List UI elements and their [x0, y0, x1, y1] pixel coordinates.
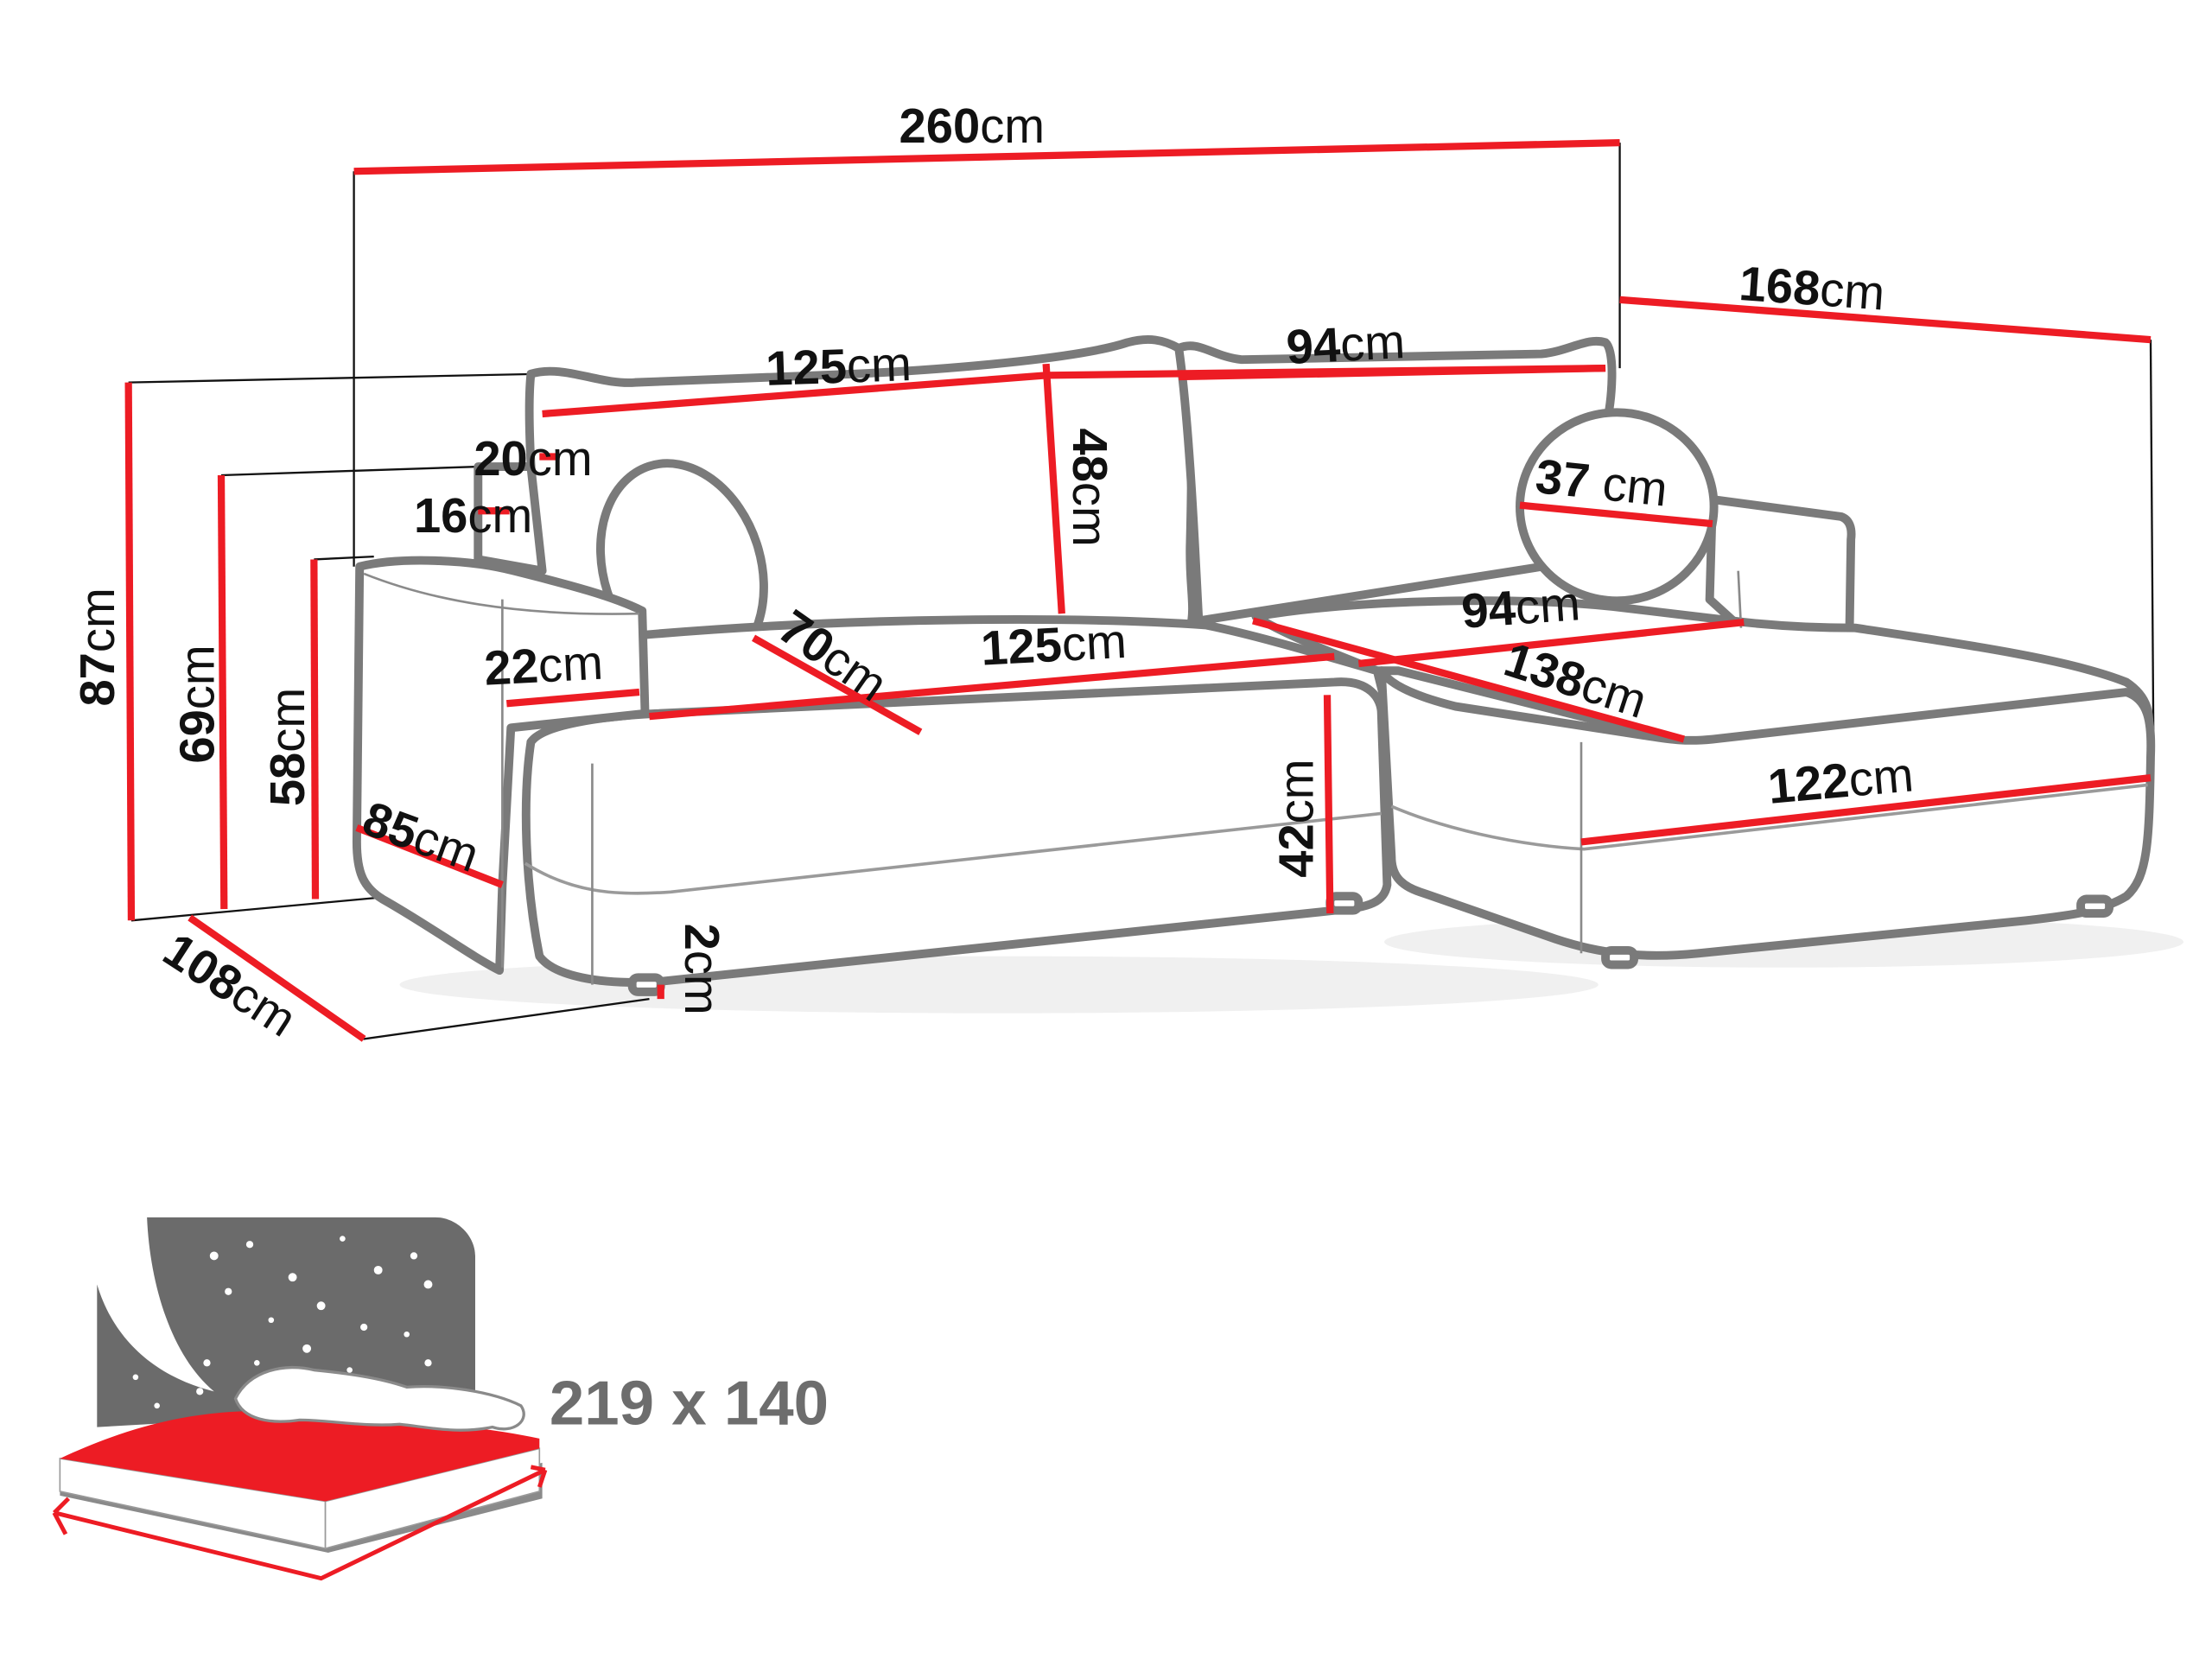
bolster-block — [474, 462, 547, 575]
dimension-label-total-height: 87cm — [70, 588, 124, 706]
dimension-line — [505, 688, 640, 708]
mattress-front — [324, 1447, 541, 1550]
dimension-line — [353, 139, 1620, 175]
dimension-line — [1580, 774, 2152, 846]
dimension-label-chaise-width: 122cm — [1766, 747, 1916, 813]
dimension-line — [188, 914, 366, 1042]
chaise-section — [1251, 408, 2183, 969]
bed-sheet — [60, 1411, 540, 1502]
dimension-label-overall-width: 260cm — [899, 99, 1046, 153]
dimension-label-armrest-width: 22cm — [483, 635, 604, 696]
dimension-line — [1252, 617, 1685, 743]
dimension-line — [1357, 618, 1745, 668]
extension-lines — [128, 143, 2155, 1040]
dimension-line — [542, 372, 1046, 418]
dimension-line — [124, 382, 136, 921]
dimension-label-pillow-diameter: 37 cm — [1533, 448, 1670, 517]
dimension-label-seat-height: 42cm — [1268, 759, 1323, 877]
dimension-lines — [124, 139, 2152, 1042]
dimension-label-chaise-seat-width: 94cm — [1459, 575, 1581, 638]
dimension-label-back-cushion-height: 48cm — [1063, 428, 1117, 546]
dimension-line — [1323, 695, 1334, 914]
dimension-line — [1042, 363, 1065, 614]
dimension-line — [752, 634, 923, 735]
stars-icon — [132, 1236, 433, 1409]
dimension-label-back-cushion-left: 125cm — [765, 336, 912, 396]
dimension-line — [1619, 296, 2152, 344]
chaise-base — [1376, 666, 2156, 960]
dimension-label-leg-height: 2cm — [675, 924, 729, 1015]
dimension-line — [355, 824, 504, 888]
bed-icon: 219 x 140 — [52, 1217, 829, 1581]
pillows — [233, 1365, 525, 1432]
dimension-line — [1519, 501, 1713, 528]
dimension-line — [310, 559, 320, 899]
leg — [1325, 892, 1363, 915]
dimension-label-bolster-thickness: 20cm — [474, 431, 592, 486]
leg — [1601, 946, 1639, 969]
dimension-label-back-cushion-right: 94cm — [1285, 314, 1406, 374]
dimension-label-armrest-gap: 16cm — [414, 488, 532, 543]
dimension-line — [217, 474, 228, 910]
armrest-left — [352, 556, 650, 976]
sleeping-area-label: 219 x 140 — [550, 1368, 829, 1438]
back-cushion-right — [1174, 336, 1617, 626]
dimension-label-armrest-height: 58cm — [260, 688, 315, 806]
chaise-seat-top — [1251, 596, 2154, 747]
seat-cushion-left — [521, 677, 1392, 987]
dimension-label-back-height: 69cm — [170, 645, 225, 763]
leg — [2076, 894, 2114, 918]
dimension-label-chaise-length: 168cm — [1738, 256, 1887, 321]
dimension-line — [1179, 364, 1606, 381]
armrest-right — [1705, 495, 1856, 635]
leg — [627, 973, 665, 996]
dimension-line — [649, 652, 1335, 721]
double-arrow-icon — [52, 1465, 548, 1581]
dimension-label-seat-width: 125cm — [980, 613, 1128, 676]
